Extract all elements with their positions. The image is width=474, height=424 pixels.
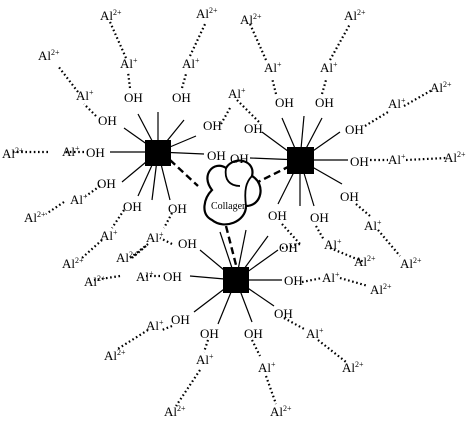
oh-label: OH — [275, 95, 294, 110]
oh-label: OH — [171, 312, 190, 327]
al-plus-label: Al+ — [324, 237, 342, 252]
al-2plus-label: Al2+ — [196, 6, 218, 21]
al-plus-label: Al+ — [146, 318, 164, 333]
al-2plus-label: Al2+ — [400, 256, 422, 271]
al-plus-label: Al+ — [70, 192, 88, 207]
al-plus-label: Al+ — [76, 88, 94, 103]
metal-center-right — [249, 115, 348, 207]
al-plus-label: Al+ — [62, 144, 80, 159]
al-2plus-label: Al2+ — [430, 80, 452, 95]
al-2plus-label: Al2+ — [444, 150, 466, 165]
al-plus-label: Al+ — [120, 56, 138, 71]
al-2plus-label: Al2+ — [240, 12, 262, 27]
al-2plus-label: Al2+ — [270, 404, 292, 419]
al-plus-label: Al+ — [388, 152, 406, 167]
al-plus-label: Al+ — [182, 56, 200, 71]
al-plus-label: Al+ — [364, 218, 382, 233]
al-2plus-label: Al2+ — [164, 404, 186, 419]
al-plus-label: Al+ — [322, 270, 340, 285]
al-2plus-label: Al2+ — [100, 8, 122, 23]
al-plus-label: Al+ — [228, 86, 246, 101]
oh-label: OH — [163, 269, 182, 284]
al-2plus-label: Al2+ — [62, 256, 84, 271]
coordination-chains — [12, 21, 447, 407]
oh-label: OH — [310, 210, 329, 225]
al-plus-label: Al+ — [146, 230, 164, 245]
oh-label: OH — [244, 326, 263, 341]
oh-label: OH — [97, 176, 116, 191]
oh-label: OH — [274, 306, 293, 321]
oh-label: OH — [86, 145, 105, 160]
al-plus-label: Al+ — [320, 60, 338, 75]
al-plus-label: Al+ — [388, 96, 406, 111]
al-plus-label: Al+ — [258, 360, 276, 375]
oh-label: OH — [244, 121, 263, 136]
al-2plus-label: Al2+ — [104, 348, 126, 363]
oh-label: OH — [123, 199, 142, 214]
oh-label: OH — [315, 95, 334, 110]
oh-label: OH — [279, 240, 298, 255]
oh-label: OH — [124, 90, 143, 105]
oh-label: OH — [207, 148, 226, 163]
al-2plus-label: Al2+ — [116, 250, 138, 265]
right-metal-square — [287, 147, 314, 174]
al-plus-label: Al+ — [306, 326, 324, 341]
oh-label: OH — [168, 201, 187, 216]
al-plus-label: Al+ — [264, 60, 282, 75]
al-plus-label: Al+ — [136, 269, 154, 284]
collagen-label: Collagen — [211, 201, 247, 212]
al-2plus-label: Al2+ — [84, 274, 106, 289]
bottom-metal-square — [223, 267, 249, 293]
oh-label: OH — [340, 189, 359, 204]
oh-label: OH — [172, 90, 191, 105]
left-metal-square — [145, 140, 171, 166]
oh-label: OH — [98, 113, 117, 128]
al-2plus-label: Al2+ — [24, 210, 46, 225]
metal-center-bottom — [189, 229, 282, 325]
oh-label: OH — [350, 154, 369, 169]
oh-label: OH — [203, 118, 222, 133]
collagen-link-left — [169, 159, 199, 187]
al-2plus-label: Al2+ — [370, 282, 392, 297]
al-2plus-label: Al2+ — [342, 360, 364, 375]
aluminum-2plus-labels: Al2+ Al2+ Al2+ Al2+ Al2+ Al2+ Al2+ Al2+ … — [2, 6, 466, 419]
oh-label: OH — [178, 236, 197, 251]
collagen-link-bottom — [224, 225, 238, 266]
oh-label: OH — [284, 273, 303, 288]
al-2plus-label: Al2+ — [344, 8, 366, 23]
collagen-outline — [203, 159, 262, 226]
al-plus-label: Al+ — [196, 352, 214, 367]
collagen-fold-1 — [224, 167, 241, 187]
collagen-molecule: Collagen — [203, 159, 262, 226]
al-plus-label: Al+ — [100, 228, 118, 243]
oh-label: OH — [345, 122, 364, 137]
hydroxyl-labels: OH OH OH OH OH OH OH OH OH OH OH OH OH O… — [86, 90, 369, 341]
metal-center-left — [110, 112, 205, 201]
aluminum-ion-labels: Al+ Al+ Al+ Al+ Al+ Al+ Al+ Al+ Al+ Al+ … — [62, 56, 406, 375]
al-2plus-label: Al2+ — [38, 48, 60, 63]
oh-label: OH — [200, 326, 219, 341]
collagen-fold-2 — [244, 175, 253, 207]
oh-label: OH — [230, 151, 249, 166]
al-2plus-label: Al2+ — [2, 146, 24, 161]
oh-label: OH — [268, 208, 287, 223]
al-2plus-label: Al2+ — [354, 254, 376, 269]
